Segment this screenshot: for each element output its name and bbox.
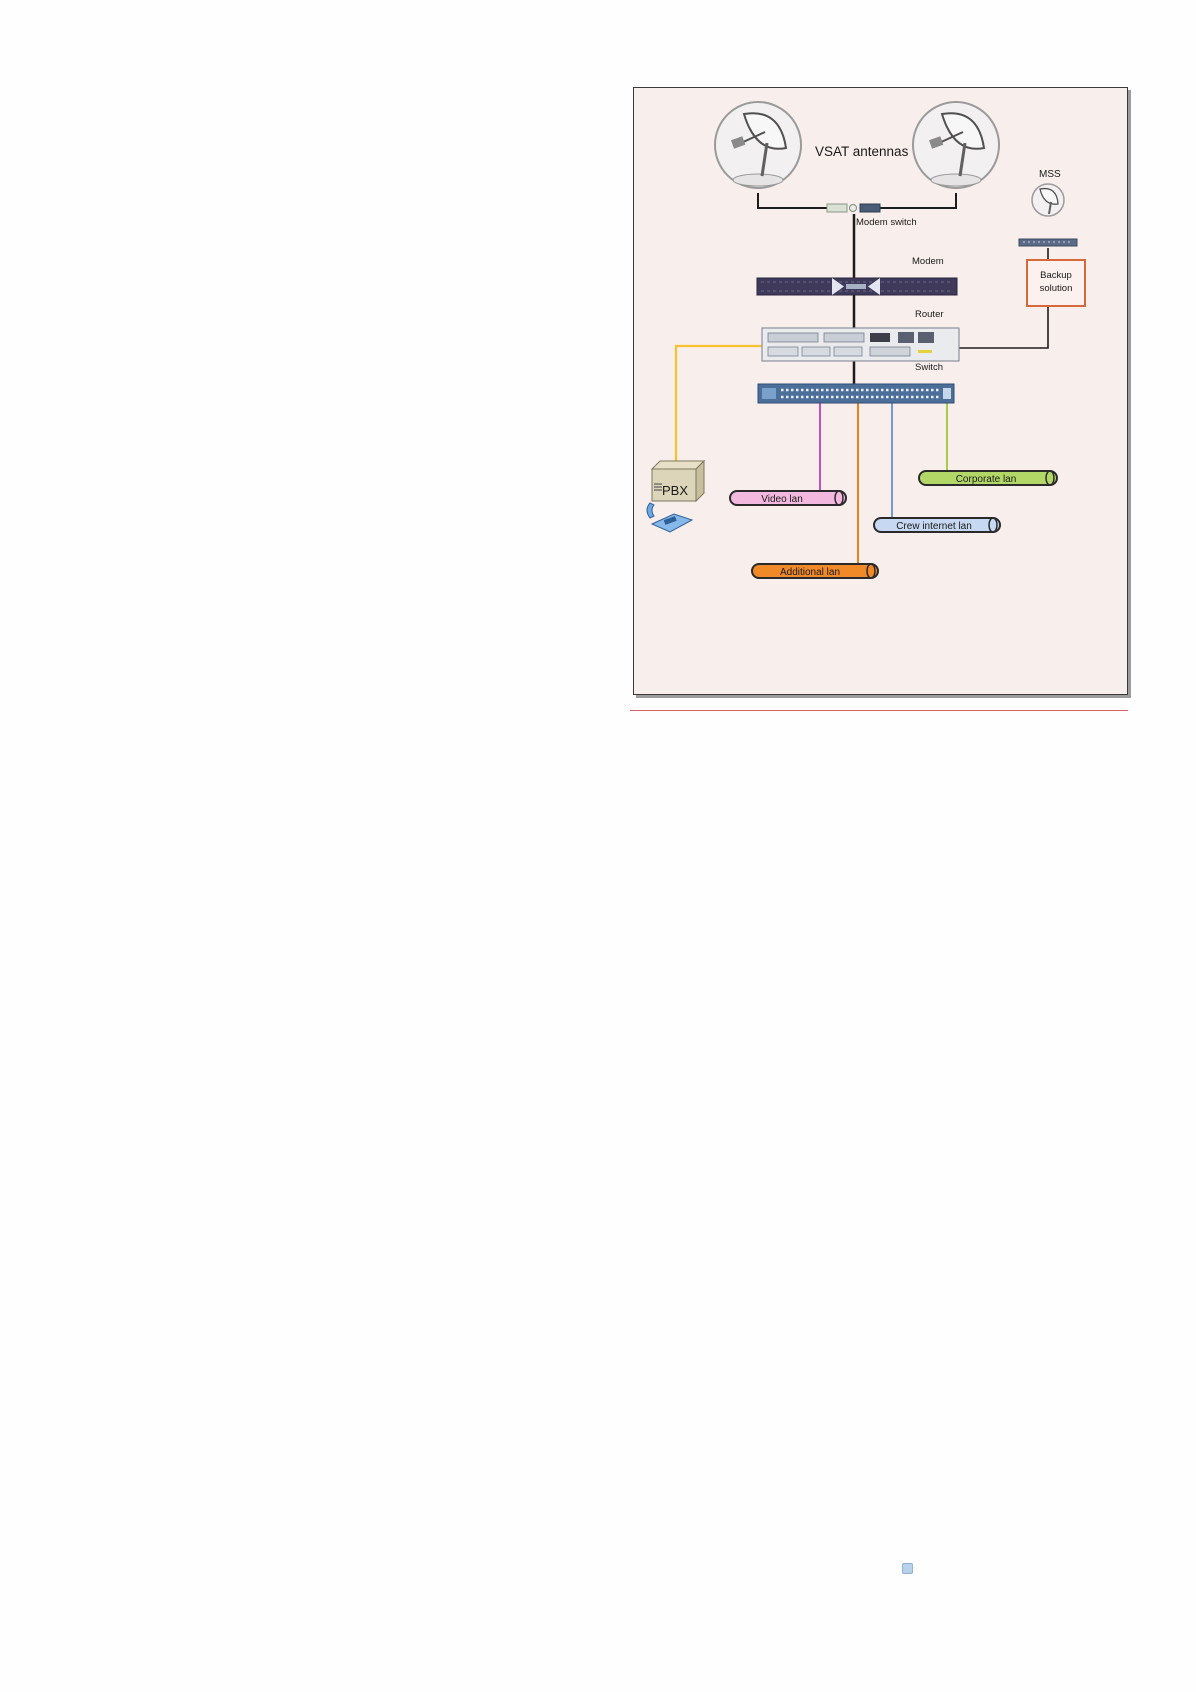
mss-label: MSS (1039, 169, 1061, 180)
pbx-label: PBX (662, 483, 688, 498)
backup-solution-box (1026, 259, 1086, 307)
telephone-icon (646, 502, 694, 533)
satellite-dish-icon (714, 101, 802, 189)
network-diagram: VSAT antennas MSS Backup solution Modem … (633, 87, 1128, 695)
modem-label: Modem (912, 256, 944, 267)
modem-icon (756, 277, 958, 296)
modem-switch-icon (826, 203, 881, 213)
lan-video: Video lan (729, 490, 847, 506)
lan-additional: Additional lan (751, 563, 879, 579)
backup-label-line1: Backup (1040, 270, 1072, 281)
video-lan-label: Video lan (761, 494, 803, 505)
router-label: Router (915, 309, 944, 320)
pbx-link (674, 344, 762, 488)
lan-crew-internet: Crew internet lan (873, 517, 1001, 533)
modem-switch-label: Modem switch (856, 217, 917, 228)
vsat-antennas-label: VSAT antennas (815, 144, 909, 159)
mss-dish-icon (1018, 183, 1078, 247)
satellite-dish-icon (912, 101, 1000, 189)
antenna-left-link (757, 193, 830, 209)
backup-label-line2: solution (1040, 283, 1073, 294)
router-icon (761, 327, 960, 362)
antenna-right-link (877, 193, 957, 209)
switch-label: Switch (915, 362, 943, 373)
caption-divider (630, 710, 1128, 711)
pbx-icon (650, 459, 706, 503)
diagram-canvas: VSAT antennas MSS Backup solution Modem … (646, 101, 1086, 579)
lan-corporate: Corporate lan (918, 470, 1058, 486)
network-switch-icon (757, 383, 955, 404)
page-marker (902, 1563, 913, 1574)
connector-lines (674, 193, 1049, 564)
corporate-lan-label: Corporate lan (956, 474, 1017, 485)
crew-lan-label: Crew internet lan (896, 521, 972, 532)
additional-lan-label: Additional lan (780, 567, 840, 578)
